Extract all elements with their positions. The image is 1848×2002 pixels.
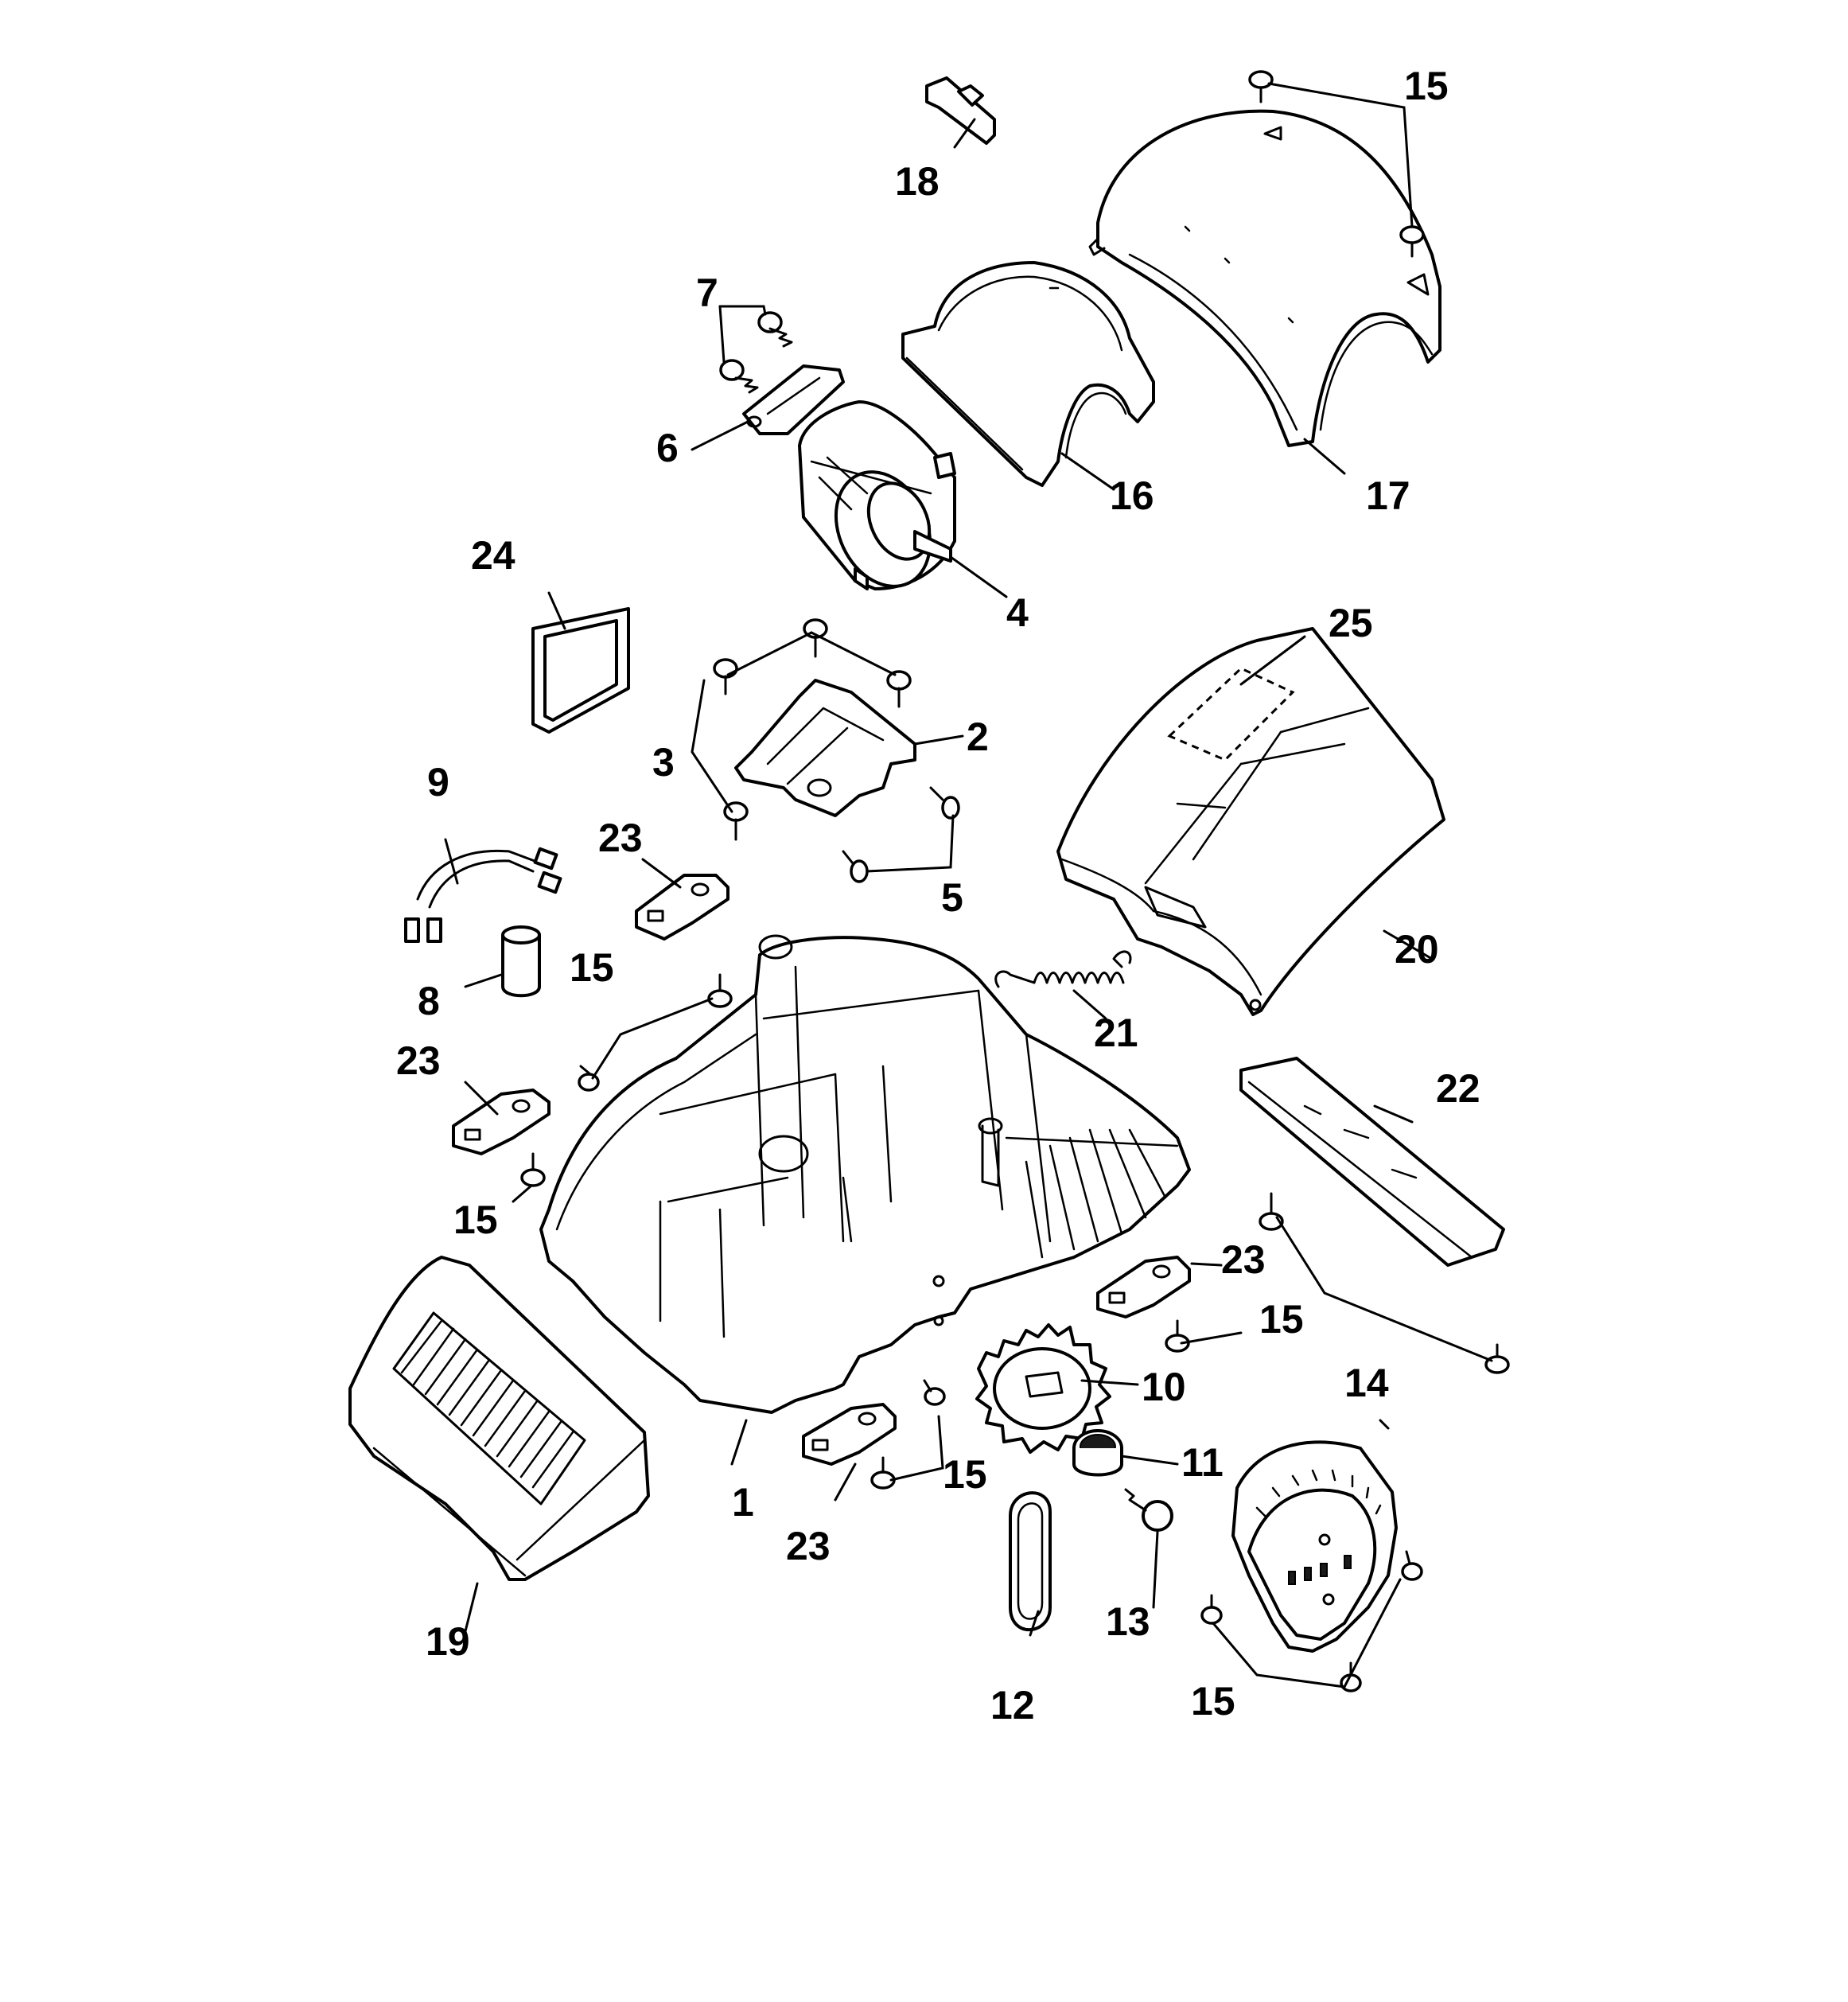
callout-23-upper: 23 — [598, 816, 643, 860]
callout-labels: 1 2 3 4 5 6 7 8 9 10 11 12 13 14 15 15 1… — [396, 64, 1480, 1727]
part-10-fan-wheel — [975, 1323, 1111, 1454]
part-18-clip — [925, 76, 996, 145]
part-17-top-cover — [1088, 109, 1441, 447]
part-8-capacitor — [501, 925, 541, 998]
part-22-brush-strip — [1239, 1057, 1505, 1267]
part-25-label-insert — [1167, 667, 1295, 761]
part-14-belt-cover — [1231, 1440, 1398, 1653]
callout-20: 20 — [1395, 927, 1439, 972]
callout-18: 18 — [895, 159, 940, 204]
callout-4: 4 — [1006, 590, 1029, 635]
callout-7: 7 — [696, 271, 718, 315]
callout-1: 1 — [732, 1480, 754, 1525]
callout-19: 19 — [426, 1619, 470, 1664]
callout-15-left-upper: 15 — [570, 945, 614, 990]
part-9-wire-harness — [404, 847, 562, 943]
part-20-rear-cover — [1056, 627, 1445, 1016]
part-23-clip-bottom — [802, 1403, 897, 1466]
part-21-spring — [994, 950, 1132, 988]
part-6-motor-bracket — [742, 364, 845, 435]
callout-10: 10 — [1142, 1365, 1186, 1409]
part-11-pulley — [1072, 1429, 1123, 1477]
callout-17: 17 — [1366, 473, 1410, 518]
callout-12: 12 — [990, 1683, 1035, 1727]
callout-14: 14 — [1344, 1361, 1389, 1405]
part-23-clip-upper — [635, 874, 729, 941]
callout-13: 13 — [1106, 1599, 1150, 1644]
part-24-filter-frame — [531, 607, 630, 734]
part-16-motor-housing — [901, 261, 1155, 487]
callout-9: 9 — [427, 760, 449, 804]
callout-16: 16 — [1110, 473, 1154, 518]
part-13-bolt — [1124, 1488, 1173, 1532]
callout-2: 2 — [967, 715, 989, 759]
callout-5: 5 — [941, 875, 963, 920]
part-19-front-grille — [348, 1256, 650, 1581]
part-1-main-chassis — [539, 934, 1191, 1414]
callout-11: 11 — [1181, 1440, 1224, 1485]
callout-24: 24 — [471, 533, 515, 578]
part-12-drive-belt — [1009, 1491, 1052, 1632]
callout-21: 21 — [1094, 1011, 1138, 1055]
callout-6: 6 — [656, 426, 679, 470]
callout-15-cover: 15 — [1191, 1679, 1235, 1724]
callout-3: 3 — [652, 740, 675, 785]
part-15-screws — [520, 70, 1510, 1692]
callout-25: 25 — [1329, 601, 1373, 645]
callout-15-left-lower: 15 — [453, 1198, 498, 1242]
part-2-mounting-plate — [734, 679, 916, 817]
callout-15-right: 15 — [1259, 1297, 1304, 1342]
callout-23-left: 23 — [396, 1038, 441, 1083]
leader-lines — [444, 82, 1493, 1688]
part-23-clip-right — [1096, 1256, 1191, 1318]
callout-15-bottom: 15 — [943, 1452, 987, 1497]
callout-22: 22 — [1436, 1066, 1480, 1111]
callout-23-bottom: 23 — [786, 1524, 831, 1568]
callout-15-top: 15 — [1404, 64, 1449, 108]
part-23-clip-left — [452, 1089, 551, 1155]
part-4-motor — [798, 400, 956, 590]
part-7-screws — [719, 311, 793, 394]
part-3-screws — [713, 618, 912, 841]
callout-23-right: 23 — [1221, 1237, 1266, 1282]
callout-8: 8 — [418, 979, 440, 1023]
